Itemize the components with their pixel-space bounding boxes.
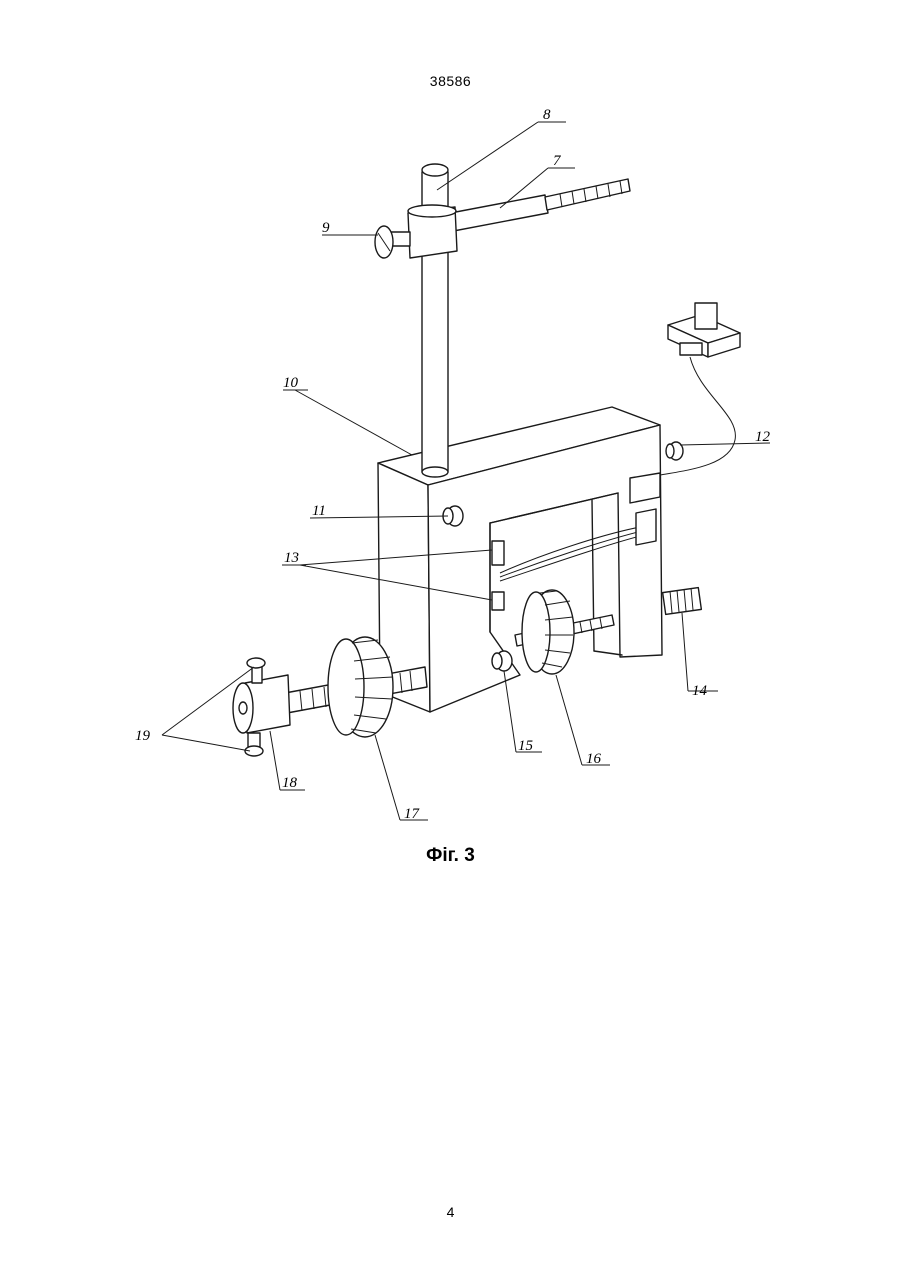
- label-17: 17: [404, 806, 421, 822]
- label-15: 15: [518, 738, 534, 754]
- technical-drawing: 8 7 9 10 11 12 13 14 15 16 17 18 19: [0, 95, 901, 835]
- label-8: 8: [543, 107, 551, 123]
- label-18: 18: [282, 775, 298, 791]
- device-drawing-svg: 8 7 9 10 11 12 13 14 15 16 17 18 19: [0, 95, 901, 835]
- label-14: 14: [692, 683, 708, 699]
- figure-caption: Фіг. 3: [0, 845, 901, 867]
- screw-14: [663, 588, 702, 615]
- holder-18: [233, 658, 290, 756]
- label-16: 16: [586, 751, 602, 767]
- label-10: 10: [283, 375, 299, 391]
- label-19: 19: [135, 728, 151, 744]
- main-body: [378, 407, 662, 712]
- label-7: 7: [553, 153, 562, 169]
- label-13: 13: [284, 550, 299, 566]
- label-9: 9: [322, 220, 330, 236]
- label-11: 11: [312, 503, 326, 519]
- label-12: 12: [755, 429, 771, 445]
- screw-15: [492, 651, 512, 671]
- wheel-16: [515, 590, 614, 674]
- horizontal-arm: [375, 179, 630, 258]
- patent-number-header: 38586: [0, 73, 901, 89]
- page-number: 4: [0, 1204, 901, 1220]
